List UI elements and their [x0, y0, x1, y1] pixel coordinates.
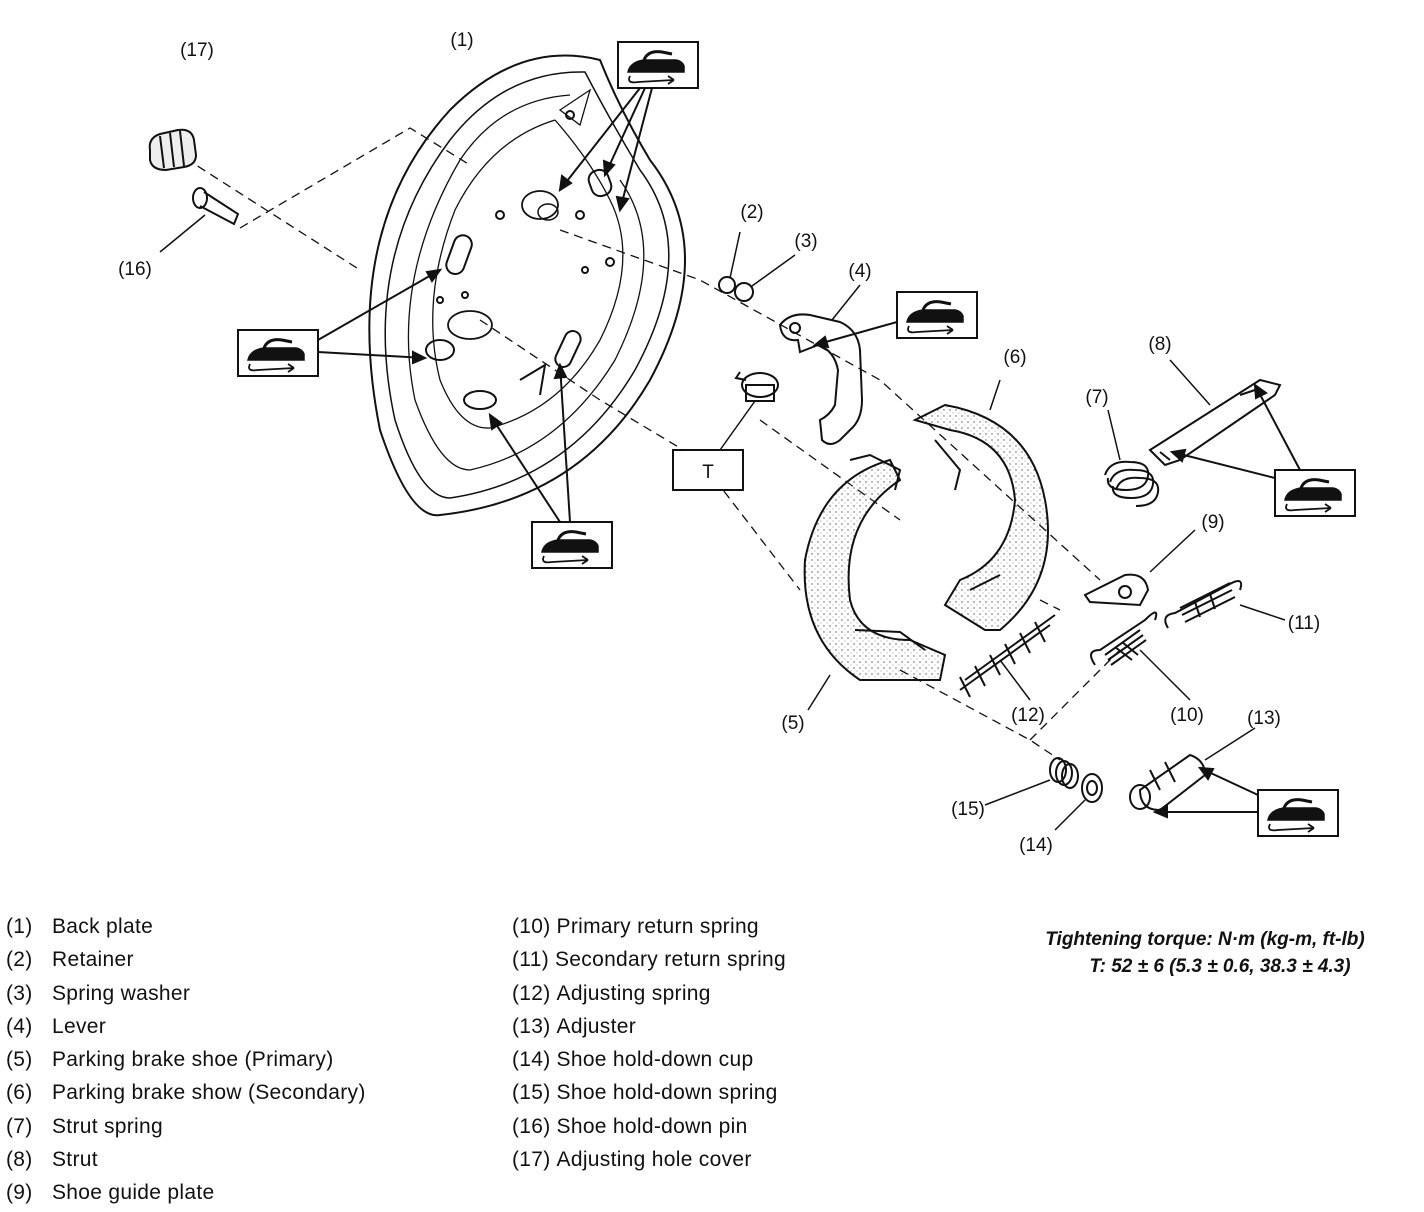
torque-box: T [672, 449, 744, 491]
dashed-guide-lines [184, 127, 1121, 761]
lever [778, 284, 864, 445]
grease-arrows [317, 87, 1301, 819]
legend-item-label: Shoe hold-down spring [556, 1081, 778, 1105]
legend-item-number: (15) [512, 1081, 551, 1105]
legend-item-label: Spring washer [52, 981, 191, 1005]
shoe-hold-down-pin [159, 187, 240, 253]
legend-item-label: Adjusting hole cover [556, 1148, 752, 1172]
torque-value: T: 52 ± 6 (5.3 ± 0.6, 38.3 ± 4.3) [1089, 956, 1351, 977]
callout-9: (9) [1201, 512, 1224, 533]
legend-item: (2) Retainer [6, 943, 366, 976]
tightening-torque-note: Tightening torque: N·m (kg-m, ft-lb) T: … [1000, 926, 1410, 980]
callout-17: (17) [180, 40, 214, 61]
legend-item-number: (5) [6, 1048, 33, 1072]
callout-15: (15) [951, 799, 985, 820]
legend-item-number: (11) [512, 948, 549, 972]
spring-washer [734, 254, 796, 302]
exploded-parts-diagram: T [118, 30, 1357, 856]
legend-item-label: Strut spring [52, 1114, 163, 1138]
legend-item: (9) Shoe guide plate [6, 1176, 366, 1209]
legend-item-number: (1) [6, 915, 33, 938]
callout-13: (13) [1247, 708, 1281, 729]
legend-item-label: Retainer [52, 948, 134, 972]
legend-item-label: Primary return spring [556, 915, 759, 938]
torque-bolt [719, 371, 779, 451]
legend-item-label: Secondary return spring [555, 948, 787, 972]
legend-item: (16)Shoe hold-down pin [512, 1110, 786, 1143]
legend-item-number: (2) [6, 948, 33, 972]
callout-5: (5) [781, 713, 804, 734]
back-plate [368, 54, 686, 517]
legend-item-number: (9) [6, 1181, 33, 1205]
adjusting-spring [959, 614, 1056, 701]
shoe-guide-plate [1083, 529, 1196, 607]
callout-6: (6) [1003, 347, 1026, 368]
legend-item-label: Back plate [52, 915, 154, 938]
callout-14: (14) [1019, 835, 1053, 856]
callout-3: (3) [794, 231, 817, 252]
shoe-hold-down-spring [984, 757, 1079, 806]
legend-item: (5) Parking brake shoe (Primary) [6, 1043, 366, 1076]
legend-item-number: (16) [512, 1114, 551, 1138]
legend-item: (8) Strut [6, 1143, 366, 1176]
legend-item: (17)Adjusting hole cover [512, 1143, 786, 1176]
legend-item-number: (3) [6, 981, 33, 1005]
legend-item-number: (14) [512, 1048, 551, 1072]
legend-item: (1) Back plate [6, 910, 366, 943]
legend-item-label: Adjuster [556, 1014, 636, 1038]
secondary-return-spring [1164, 580, 1286, 629]
torque-heading: Tightening torque: N·m (kg-m, ft-lb) [1045, 929, 1365, 950]
callout-11: (11) [1288, 613, 1320, 634]
legend-item: (15)Shoe hold-down spring [512, 1076, 786, 1109]
legend-item-number: (4) [6, 1014, 33, 1038]
legend-item: (6) Parking brake show (Secondary) [6, 1076, 366, 1109]
callout-16: (16) [118, 259, 152, 280]
legend-item-number: (17) [512, 1148, 551, 1172]
legend-item-number: (12) [512, 981, 551, 1005]
callout-10: (10) [1170, 705, 1204, 726]
legend-item-label: Shoe guide plate [52, 1181, 215, 1205]
parking-brake-shoe-secondary [912, 379, 1049, 631]
legend-item: (11)Secondary return spring [512, 943, 786, 976]
parking-brake-shoe-primary [803, 453, 947, 711]
legend-item-label: Adjusting spring [556, 981, 711, 1005]
retainer [718, 231, 741, 294]
legend-item: (7) Strut spring [6, 1110, 366, 1143]
callout-8: (8) [1148, 334, 1171, 355]
strut [1148, 359, 1282, 467]
adjusting-hole-cover [148, 128, 198, 172]
legend-item-label: Lever [52, 1014, 107, 1038]
primary-return-spring [1090, 611, 1191, 701]
callout-7: (7) [1085, 387, 1108, 408]
callout-labels: (1) (2) (3) (4) (5) (6) (7) (8) (9) (10)… [118, 30, 1320, 856]
legend-item-label: Parking brake show (Secondary) [52, 1081, 366, 1105]
strut-spring [1104, 409, 1160, 507]
legend-item-label: Shoe hold-down cup [556, 1048, 754, 1072]
callout-2: (2) [740, 202, 763, 223]
legend-item-label: Strut [52, 1148, 98, 1172]
legend-middle-column: (10)Primary return spring(11)Secondary r… [512, 910, 786, 1176]
callout-1: (1) [450, 30, 473, 51]
legend-item-number: (7) [6, 1114, 33, 1138]
legend-item: (12)Adjusting spring [512, 977, 786, 1010]
callout-4: (4) [848, 261, 871, 282]
legend-left-column: (1) Back plate (2) Retainer (3) Spring washer… [6, 910, 366, 1210]
legend-item-label: Shoe hold-down pin [556, 1114, 748, 1138]
legend-item: (14)Shoe hold-down cup [512, 1043, 786, 1076]
legend-item-number: (8) [6, 1148, 33, 1172]
legend-item-label: Parking brake shoe (Primary) [52, 1048, 334, 1072]
torque-box-label: T [702, 462, 714, 483]
callout-12: (12) [1011, 705, 1045, 726]
legend-item-number: (13) [512, 1014, 551, 1038]
legend-item-number: (10) [512, 915, 551, 938]
legend-item: (10)Primary return spring [512, 910, 786, 943]
legend-item: (13)Adjuster [512, 1010, 786, 1043]
legend-item: (3) Spring washer [6, 977, 366, 1010]
legend-item: (4) Lever [6, 1010, 366, 1043]
shoe-hold-down-cup [1054, 773, 1103, 831]
adjuster [1129, 727, 1256, 812]
legend-item-number: (6) [6, 1081, 33, 1105]
